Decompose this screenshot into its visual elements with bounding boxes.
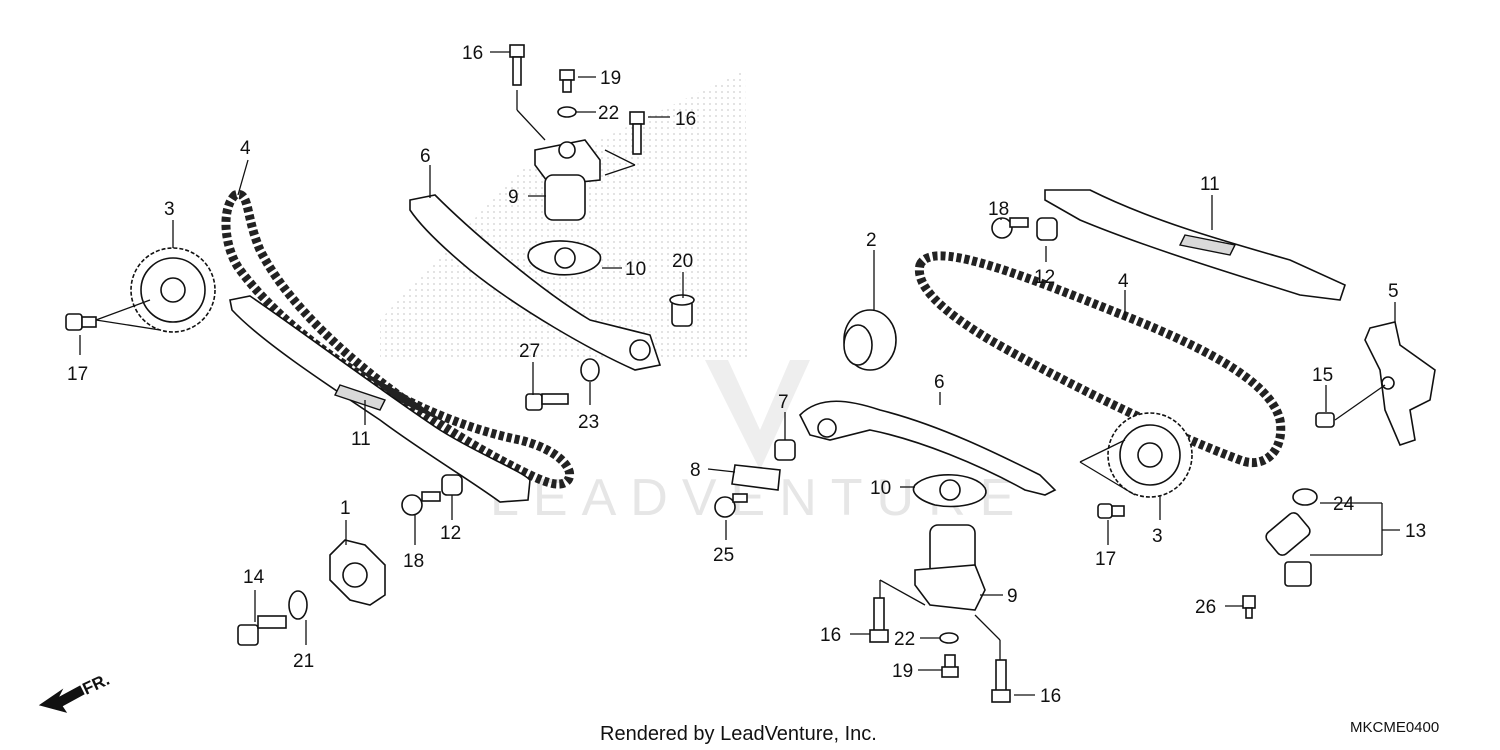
tensioner-arm-lower[interactable] — [799, 400, 1057, 496]
callout-12: 12 — [1034, 267, 1055, 288]
callout-10: 10 — [870, 478, 891, 499]
callout-26: 26 — [1195, 597, 1216, 618]
gasket-lower[interactable] — [912, 474, 987, 508]
drive-sprocket-1[interactable] — [329, 539, 386, 606]
collar-12-left[interactable] — [441, 474, 463, 496]
callout-8: 8 — [690, 460, 701, 481]
watermark-logo — [705, 360, 810, 470]
starter-sprocket-2[interactable] — [843, 309, 897, 371]
callout-16: 16 — [675, 109, 696, 130]
callout-7: 7 — [778, 392, 789, 413]
chain-guide-right[interactable] — [1044, 189, 1346, 301]
damper-7[interactable] — [774, 439, 796, 461]
bolt-14[interactable] — [237, 615, 287, 646]
washer-22-upper[interactable] — [557, 106, 577, 118]
cam-chain-left[interactable] — [221, 189, 575, 489]
cam-sprocket-right[interactable] — [1107, 412, 1193, 498]
bolt-16-lower-a[interactable] — [869, 597, 889, 643]
callout-16: 16 — [820, 625, 841, 646]
washer-22-lower[interactable] — [939, 632, 959, 644]
callout-4: 4 — [240, 138, 251, 159]
plug-20[interactable] — [669, 294, 695, 327]
callout-23: 23 — [578, 412, 599, 433]
bolt-17-left[interactable] — [65, 313, 97, 331]
callout-19: 19 — [892, 661, 913, 682]
callout-14: 14 — [243, 567, 265, 588]
bolt-16-upper-b[interactable] — [629, 111, 645, 155]
callout-5: 5 — [1388, 281, 1399, 302]
tensioner-arm-upper[interactable] — [409, 194, 662, 371]
gasket-upper[interactable] — [527, 240, 602, 276]
bolt-25[interactable] — [714, 493, 748, 518]
diagram-code: MKCME0400 — [1350, 719, 1439, 736]
callout-18: 18 — [988, 199, 1009, 220]
callout-17: 17 — [67, 364, 88, 385]
callout-27: 27 — [519, 341, 540, 362]
callout-6: 6 — [420, 146, 431, 167]
tensioner-lifter-lower[interactable] — [914, 524, 986, 611]
callout-2: 2 — [866, 230, 877, 251]
callout-17: 17 — [1095, 549, 1116, 570]
collar-12-right[interactable] — [1036, 217, 1058, 241]
callout-13: 13 — [1405, 521, 1426, 542]
callout-18: 18 — [403, 551, 424, 572]
tensioner-lifter-upper[interactable] — [534, 139, 601, 221]
bolt-18-right[interactable] — [991, 217, 1029, 239]
callout-6: 6 — [934, 372, 945, 393]
bolt-19-upper[interactable] — [559, 69, 575, 93]
callout-22: 22 — [894, 629, 915, 650]
callout-3: 3 — [1152, 526, 1163, 547]
bolt-26[interactable] — [1242, 595, 1256, 619]
front-indicator-label: FR. — [80, 670, 113, 699]
callout-15: 15 — [1312, 365, 1333, 386]
leader-lines — [79, 51, 1400, 696]
sensor-13[interactable] — [1264, 510, 1313, 587]
callout-24: 24 — [1333, 494, 1355, 515]
callout-16: 16 — [462, 43, 483, 64]
callout-3: 3 — [164, 199, 175, 220]
callout-12: 12 — [440, 523, 461, 544]
bolt-17-right[interactable] — [1097, 503, 1125, 519]
callout-20: 20 — [672, 251, 693, 272]
callout-21: 21 — [293, 651, 314, 672]
rendered-by-text: Rendered by LeadVenture, Inc. — [600, 723, 877, 745]
callout-22: 22 — [598, 103, 619, 124]
bolt-16-upper-a[interactable] — [509, 44, 525, 86]
bolt-16-lower-b[interactable] — [991, 659, 1011, 703]
callout-9: 9 — [1007, 586, 1018, 607]
callout-11: 11 — [351, 429, 371, 450]
bolt-18-left[interactable] — [401, 491, 441, 516]
callout-4: 4 — [1118, 271, 1129, 292]
plate-8[interactable] — [731, 464, 781, 491]
bracket-5[interactable] — [1364, 321, 1436, 446]
o-ring-24[interactable] — [1292, 488, 1318, 506]
bolt-27[interactable] — [525, 393, 569, 411]
callout-1: 1 — [340, 498, 351, 519]
cam-sprocket-left[interactable] — [130, 247, 216, 333]
callout-9: 9 — [508, 187, 519, 208]
washer-23[interactable] — [580, 358, 600, 382]
callout-10: 10 — [625, 259, 646, 280]
callout-16: 16 — [1040, 686, 1061, 707]
bolt-19-lower[interactable] — [941, 654, 959, 678]
front-direction-arrow-icon — [38, 685, 85, 713]
chain-guide-left[interactable] — [229, 295, 531, 503]
washer-21[interactable] — [288, 590, 308, 620]
callout-11: 11 — [1200, 174, 1220, 195]
callout-19: 19 — [600, 68, 621, 89]
cam-chain-right[interactable] — [914, 251, 1286, 468]
callout-25: 25 — [713, 545, 734, 566]
bolt-15[interactable] — [1315, 412, 1335, 428]
